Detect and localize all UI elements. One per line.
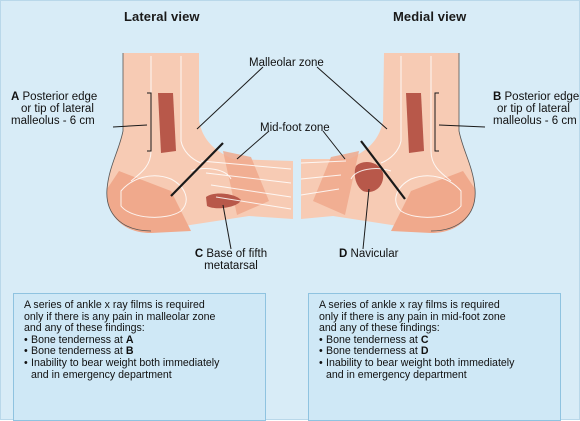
point-a-line3: malleolus - 6 cm xyxy=(11,115,139,127)
midfoot-zone-label: Mid-foot zone xyxy=(260,122,330,134)
midfoot-criteria-box: A series of ankle x ray films is require… xyxy=(308,293,561,421)
point-c-label: C Base of fifth metatarsal xyxy=(181,248,281,272)
lateral-view-title: Lateral view xyxy=(124,9,200,24)
point-d-label: D Navicular xyxy=(339,248,398,260)
right-intro-line1: A series of ankle x ray films is require… xyxy=(319,300,550,312)
point-c-line2: metatarsal xyxy=(181,260,281,272)
point-b-line2: or tip of lateral xyxy=(493,103,580,115)
point-d-line1: Navicular xyxy=(347,248,398,260)
left-findings-list: Bone tenderness at A Bone tenderness at … xyxy=(24,335,255,381)
right-findings-list: Bone tenderness at C Bone tenderness at … xyxy=(319,335,550,381)
left-intro-line1: A series of ankle x ray films is require… xyxy=(24,300,255,312)
left-finding-2-letter: B xyxy=(126,345,134,357)
right-finding-2-letter: D xyxy=(421,345,429,357)
right-finding-2-text: Bone tenderness at xyxy=(326,345,421,357)
right-finding-3-line2: and in emergency department xyxy=(326,369,467,381)
point-b-line3: malleolus - 6 cm xyxy=(493,115,580,127)
point-c-line1: Base of fifth xyxy=(203,248,267,260)
lateral-malleolus-zone xyxy=(158,93,176,153)
left-finding-1-text: Bone tenderness at xyxy=(31,334,126,346)
right-finding-1-text: Bone tenderness at xyxy=(326,334,421,346)
point-a-line2: or tip of lateral xyxy=(11,103,139,115)
point-b-label: B Posterior edge or tip of lateral malle… xyxy=(493,91,580,127)
malleolar-zone-label: Malleolar zone xyxy=(249,57,324,69)
medial-view-title: Medial view xyxy=(393,9,466,24)
left-finding-3-line2: and in emergency department xyxy=(31,369,172,381)
medial-foot-drawing xyxy=(301,53,475,233)
right-finding-3-cont: and in emergency department xyxy=(319,370,550,382)
left-finding-3-cont: and in emergency department xyxy=(24,370,255,382)
lateral-foot-drawing xyxy=(107,53,293,233)
left-finding-3-line1: Inability to bear weight both immediatel… xyxy=(31,357,219,369)
point-a-line1: Posterior edge xyxy=(19,91,97,103)
malleolar-criteria-box: A series of ankle x ray films is require… xyxy=(13,293,266,421)
point-c-letter: C xyxy=(195,248,203,260)
left-finding-1-letter: A xyxy=(126,334,134,346)
point-a-label: A Posterior edge or tip of lateral malle… xyxy=(11,91,139,127)
medial-malleolus-zone xyxy=(406,93,424,153)
left-finding-2-text: Bone tenderness at xyxy=(31,345,126,357)
right-finding-1-letter: C xyxy=(421,334,429,346)
ankle-illustration xyxy=(1,1,580,293)
right-finding-3-line1: Inability to bear weight both immediatel… xyxy=(326,357,514,369)
point-b-line1: Posterior edge xyxy=(501,91,579,103)
